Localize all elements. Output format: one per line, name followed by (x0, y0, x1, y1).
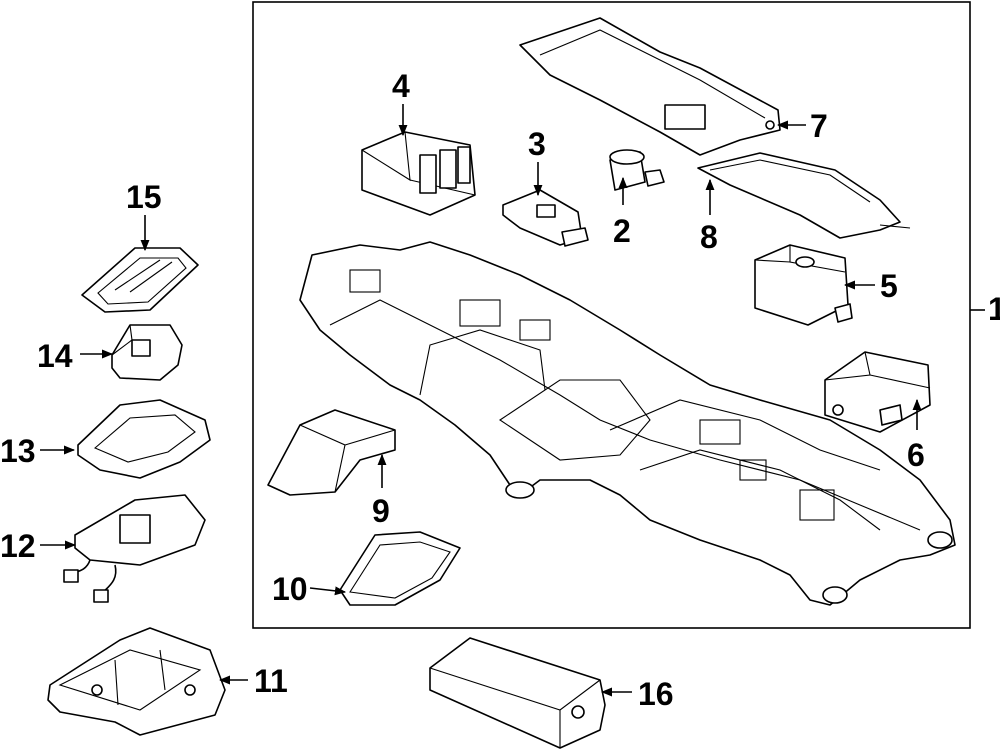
callout-2: 2 (613, 213, 631, 249)
part-11-bracket (47, 627, 226, 736)
part-6-module (824, 351, 931, 433)
callout-11: 11 (254, 663, 288, 699)
part-4-switch-module (361, 131, 476, 216)
callout-13: 13 (0, 433, 36, 469)
callout-8: 8 (700, 219, 718, 255)
callout-labels: 1 2 3 4 5 6 7 8 9 10 11 12 13 14 15 16 (0, 68, 1000, 712)
part-15-mat (81, 247, 199, 313)
callout-4: 4 (392, 68, 410, 104)
callout-10: 10 (272, 571, 308, 607)
part-5-module (754, 244, 853, 326)
part-10-gasket (339, 531, 461, 606)
callout-15: 15 (126, 179, 162, 215)
part-14-switch (111, 324, 183, 381)
callout-7: 7 (810, 108, 828, 144)
part-7-cover (519, 17, 781, 156)
callout-16: 16 (638, 676, 674, 712)
callout-3: 3 (528, 126, 546, 162)
part-2-sensor (609, 149, 665, 191)
part-9-tray (267, 409, 396, 496)
part-13-tray (77, 399, 211, 479)
callout-12: 12 (0, 528, 36, 564)
callout-leaders (40, 104, 922, 697)
assembly-frame (252, 1, 971, 629)
part-8-gasket (697, 152, 911, 239)
part-12-harness-tray (63, 494, 206, 603)
callout-5: 5 (880, 268, 898, 304)
callout-9: 9 (372, 493, 390, 529)
callout-1: 1 (988, 291, 1000, 327)
callout-14: 14 (37, 338, 73, 374)
callout-6: 6 (907, 437, 925, 473)
part-3-switch (502, 189, 589, 247)
part-16-module (429, 637, 606, 749)
console-base-part (299, 241, 956, 606)
